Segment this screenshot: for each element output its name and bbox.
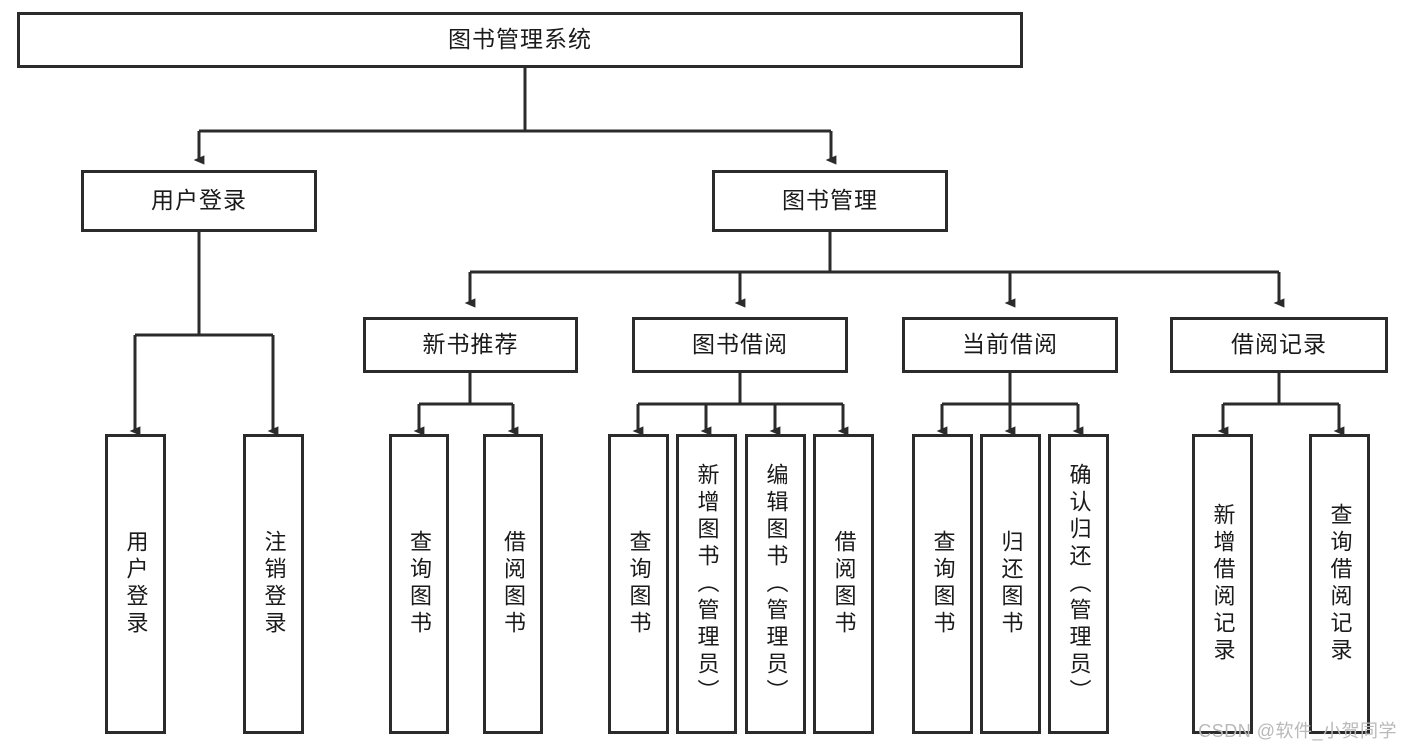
node-new-book-rec[interactable]: 新书推荐	[363, 317, 578, 373]
leaf-query-book-1-label: 查询图书	[407, 530, 432, 638]
leaf-user-login-label: 用户登录	[123, 530, 149, 638]
leaf-query-book-3[interactable]: 查询图书	[912, 434, 973, 734]
leaf-borrow-book-1[interactable]: 借阅图书	[483, 434, 543, 734]
node-book-borrow[interactable]: 图书借阅	[632, 317, 848, 373]
leaf-query-book-2[interactable]: 查询图书	[608, 434, 669, 734]
leaf-query-book-3-label: 查询图书	[930, 530, 956, 638]
leaf-user-login[interactable]: 用户登录	[105, 434, 166, 734]
leaf-logout[interactable]: 注销登录	[243, 434, 304, 734]
leaf-borrow-book-1-label: 借阅图书	[501, 530, 526, 638]
node-book-manage-label: 图书管理	[782, 187, 878, 214]
leaf-edit-book[interactable]: 编辑图书（管理员）	[745, 434, 806, 734]
leaf-logout-label: 注销登录	[261, 530, 287, 638]
leaf-return-book[interactable]: 归还图书	[980, 434, 1041, 734]
node-new-book-rec-label: 新书推荐	[422, 331, 519, 358]
leaf-query-book-2-label: 查询图书	[626, 530, 652, 638]
node-root-label: 图书管理系统	[448, 26, 592, 53]
node-current-borrow[interactable]: 当前借阅	[902, 317, 1118, 373]
leaf-borrow-book-2[interactable]: 借阅图书	[813, 434, 874, 734]
node-book-manage[interactable]: 图书管理	[712, 170, 948, 232]
leaf-query-record-label: 查询借阅记录	[1327, 503, 1353, 665]
leaf-query-record[interactable]: 查询借阅记录	[1309, 434, 1370, 734]
node-root[interactable]: 图书管理系统	[17, 12, 1023, 68]
node-book-borrow-label: 图书借阅	[692, 331, 788, 358]
node-user-login-label: 用户登录	[151, 187, 247, 214]
node-current-borrow-label: 当前借阅	[962, 331, 1058, 358]
leaf-confirm-return-label: 确认归还（管理员）	[1066, 462, 1092, 706]
node-borrow-record-label: 借阅记录	[1231, 331, 1327, 358]
node-borrow-record[interactable]: 借阅记录	[1170, 317, 1388, 373]
leaf-borrow-book-2-label: 借阅图书	[831, 530, 857, 638]
leaf-add-record-label: 新增借阅记录	[1210, 503, 1236, 665]
leaf-confirm-return[interactable]: 确认归还（管理员）	[1048, 434, 1109, 734]
csdn-watermark: CSDN @软件_小贺同学	[1198, 721, 1397, 741]
leaf-add-book[interactable]: 新增图书（管理员）	[676, 434, 737, 734]
leaf-query-book-1[interactable]: 查询图书	[389, 434, 449, 734]
node-user-login[interactable]: 用户登录	[81, 170, 317, 232]
leaf-return-book-label: 归还图书	[998, 530, 1024, 638]
leaf-add-record[interactable]: 新增借阅记录	[1192, 434, 1253, 734]
leaf-edit-book-label: 编辑图书（管理员）	[763, 462, 789, 706]
leaf-add-book-label: 新增图书（管理员）	[694, 462, 720, 706]
